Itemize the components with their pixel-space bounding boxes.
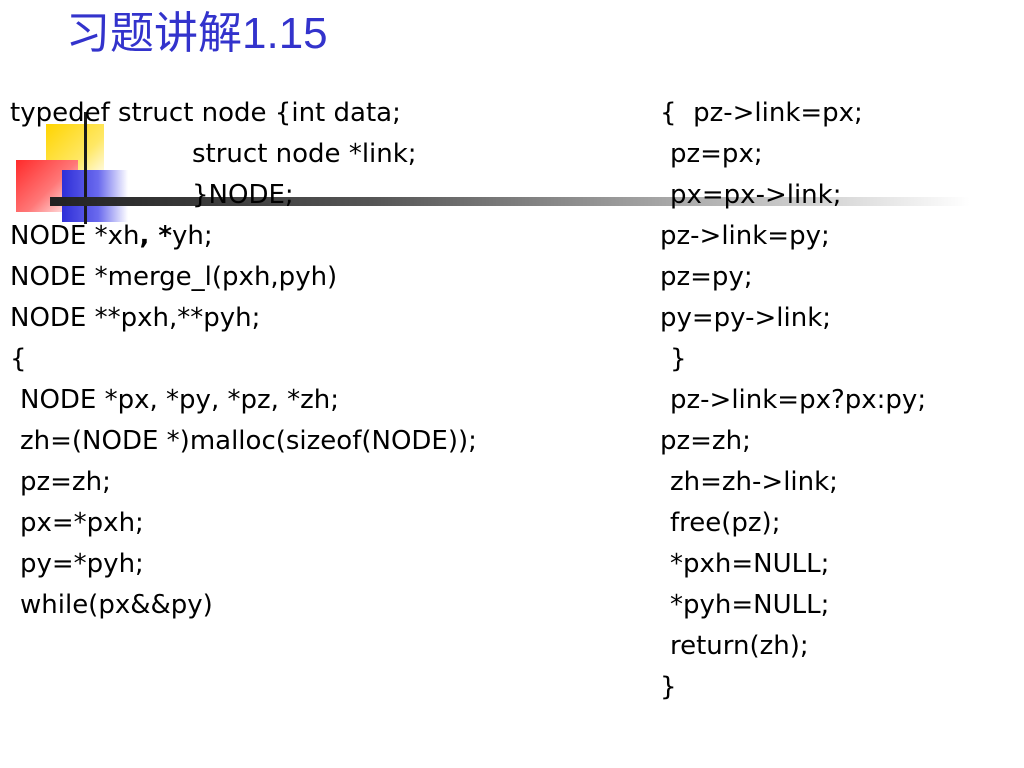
code-line: px=px->link;	[670, 180, 842, 210]
code-line: return(zh);	[670, 631, 809, 661]
code-line: }NODE;	[192, 180, 294, 210]
code-line: pz=py;	[660, 262, 753, 292]
code-line: NODE **pxh,**pyh;	[10, 303, 261, 333]
code-line: pz->link=py;	[660, 221, 830, 251]
code-line: typedef struct node {int data;	[10, 98, 401, 128]
code-line: {	[10, 344, 27, 374]
code-line: NODE *px, *py, *pz, *zh;	[20, 385, 340, 415]
code-line: while(px&&py)	[20, 590, 213, 620]
code-token: yh;	[172, 221, 213, 251]
code-line: zh=(NODE *)malloc(sizeof(NODE));	[20, 426, 477, 456]
code-line: *pyh=NULL;	[670, 590, 830, 620]
title-text: 习题讲解	[66, 8, 242, 59]
code-line: pz=zh;	[20, 467, 111, 497]
code-line: zh=zh->link;	[670, 467, 838, 497]
code-line: NODE *xh, *yh;	[10, 216, 213, 256]
code-line: { pz->link=px;	[660, 98, 863, 128]
code-line: py=*pyh;	[20, 549, 144, 579]
title-number: 1.15	[242, 9, 328, 58]
code-line: px=*pxh;	[20, 508, 144, 538]
code-line: pz=px;	[670, 139, 763, 169]
blue-square-decoration	[62, 170, 128, 222]
code-line: }	[660, 672, 677, 702]
code-line: pz=zh;	[660, 426, 751, 456]
code-token-bold: , *	[139, 221, 173, 251]
code-line: *pxh=NULL;	[670, 549, 830, 579]
code-line: pz->link=px?px:py;	[670, 385, 927, 415]
code-line: NODE *merge_l(pxh,pyh)	[10, 262, 338, 292]
code-line: py=py->link;	[660, 303, 832, 333]
code-line: struct node *link;	[192, 139, 417, 169]
code-line: free(pz);	[670, 508, 781, 538]
slide-title: 习题讲解1.15	[66, 6, 328, 66]
code-token: NODE *xh	[10, 221, 140, 251]
code-line: }	[670, 344, 687, 374]
red-square-decoration	[16, 160, 78, 212]
